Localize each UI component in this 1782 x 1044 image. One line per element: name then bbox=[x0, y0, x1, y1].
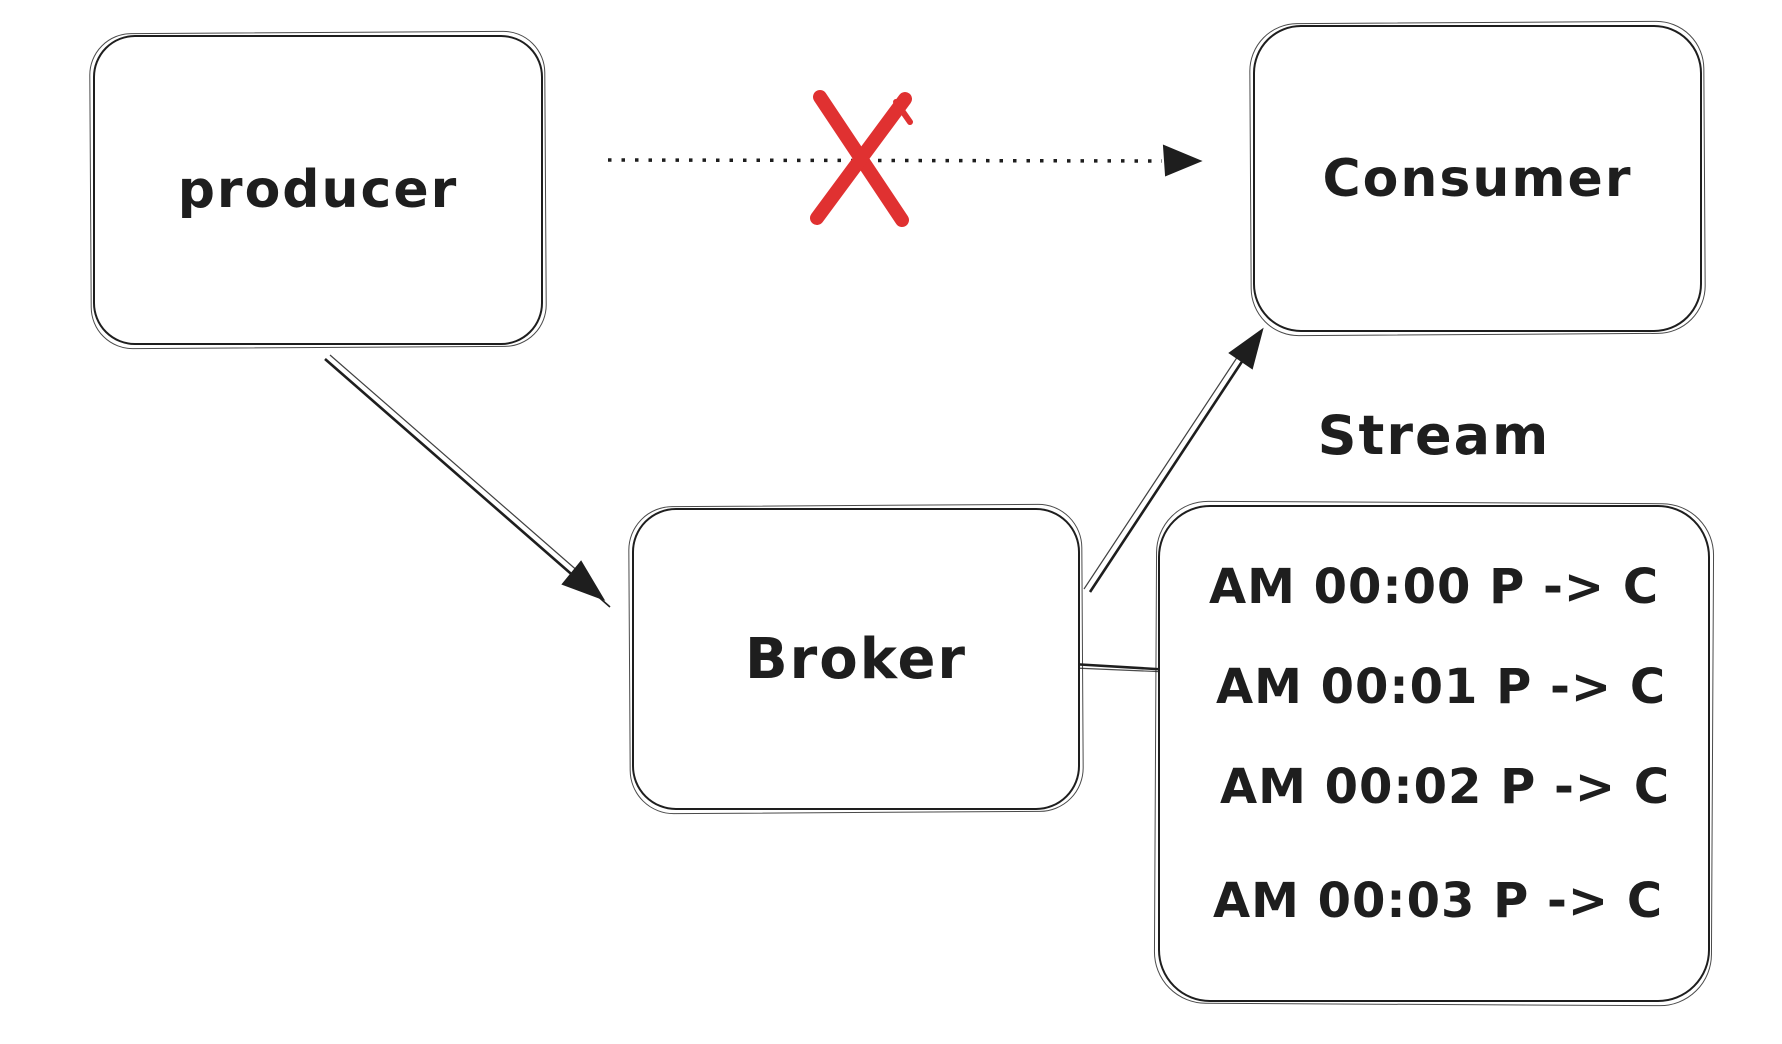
connector-broker-stream[interactable] bbox=[1071, 662, 1173, 673]
arrowhead[interactable] bbox=[1228, 327, 1264, 370]
connector-line[interactable] bbox=[1071, 662, 1173, 672]
arrow-producer-consumer-dotted[interactable] bbox=[607, 144, 1203, 177]
blocked-x-icon[interactable] bbox=[810, 90, 913, 227]
arrow-producer-broker[interactable] bbox=[324, 354, 611, 608]
arrow-line[interactable] bbox=[324, 358, 578, 580]
stream-entry: AM 00:00 P -> C bbox=[1208, 559, 1660, 615]
dotted-line[interactable] bbox=[607, 158, 1163, 163]
broker-label: Broker bbox=[744, 626, 968, 692]
producer-node[interactable]: producer bbox=[93, 35, 543, 345]
x-stroke[interactable] bbox=[810, 92, 912, 225]
consumer-label: Consumer bbox=[1322, 148, 1633, 209]
arrow-line[interactable] bbox=[1088, 356, 1247, 593]
stream-entry: AM 00:03 P -> C bbox=[1212, 873, 1664, 929]
arrowhead[interactable] bbox=[1162, 144, 1203, 177]
stream-node[interactable]: AM 00:00 P -> C AM 00:01 P -> C AM 00:02… bbox=[1158, 505, 1710, 1002]
broker-node[interactable]: Broker bbox=[632, 508, 1080, 810]
stream-entry: AM 00:02 P -> C bbox=[1219, 759, 1671, 815]
arrow-broker-consumer[interactable] bbox=[1083, 327, 1264, 593]
stream-title: Stream bbox=[1317, 403, 1551, 467]
arrowhead[interactable] bbox=[561, 560, 606, 601]
arrow-line-sketch[interactable] bbox=[1083, 352, 1241, 590]
arrowhead-overshoot[interactable] bbox=[584, 584, 611, 608]
consumer-node[interactable]: Consumer bbox=[1253, 25, 1702, 332]
stream-entry: AM 00:01 P -> C bbox=[1215, 659, 1667, 715]
x-stroke[interactable] bbox=[893, 99, 913, 125]
connector-line-sketch[interactable] bbox=[1073, 667, 1169, 673]
arrow-line-sketch[interactable] bbox=[329, 354, 581, 574]
producer-label: producer bbox=[177, 160, 459, 220]
